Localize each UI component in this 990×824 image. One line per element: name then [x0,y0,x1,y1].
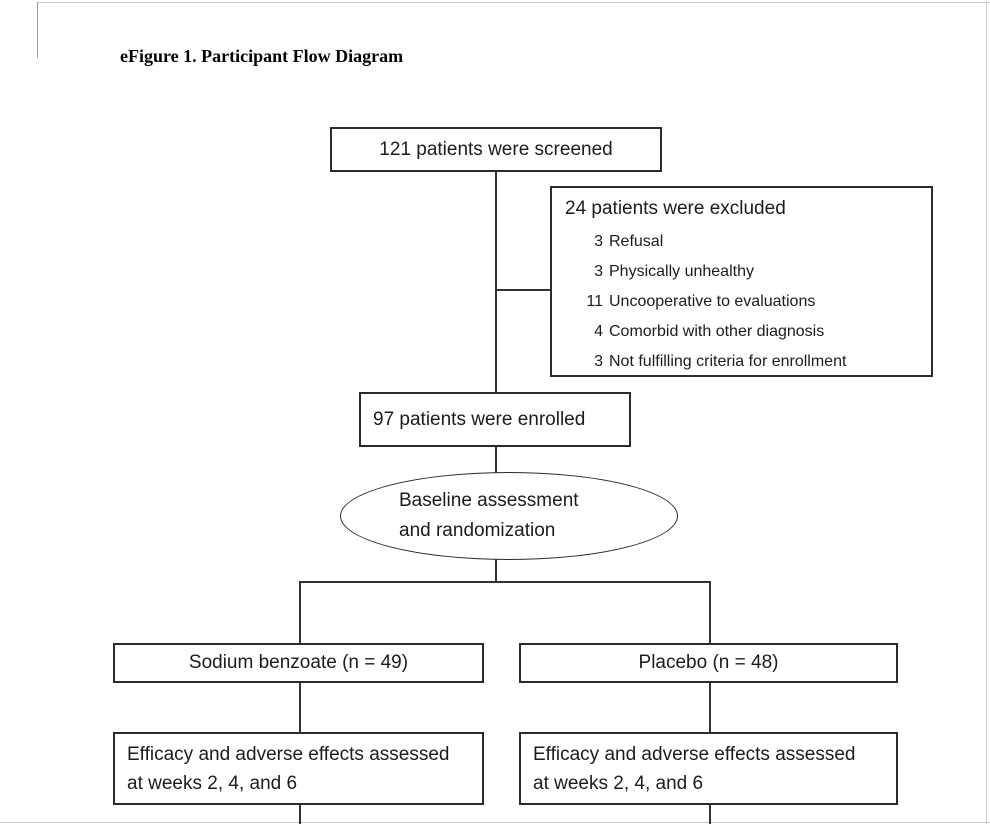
excluded-item: 3 Not fulfilling criteria for enrollment [565,347,925,377]
connector-randomization-stem [495,558,497,583]
connector-arm-to-assessment-left [299,683,301,732]
node-excluded: 24 patients were excluded 3 Refusal 3 Ph… [550,186,933,377]
arm-placebo-label: Placebo (n = 48) [638,652,779,674]
arm-sodium-benzoate-label: Sodium benzoate (n = 49) [188,652,409,674]
figure-title: eFigure 1. Participant Flow Diagram [120,46,404,66]
excluded-item-count: 4 [594,323,603,340]
page-edge-top [37,2,990,3]
excluded-item-count: 3 [594,263,603,280]
page-edge-bottom [0,822,990,823]
excluded-item-reason: Refusal [609,233,664,250]
randomization-line2: and randomization [399,520,556,541]
node-arm-sodium-benzoate: Sodium benzoate (n = 49) [113,643,484,683]
node-enrolled-label: 97 patients were enrolled [373,408,586,430]
page-edge-right [986,2,987,824]
assessment-right-line1: Efficacy and adverse effects assessed [533,743,856,765]
excluded-item-reason: Comorbid with other diagnosis [609,323,825,340]
connector-to-excluded [496,289,550,291]
excluded-list: 3 Refusal 3 Physically unhealthy 11 Unco… [565,227,925,377]
connector-continuation-left [299,805,301,824]
page-edge-corner [37,2,38,58]
node-assessment-right: Efficacy and adverse effects assessed at… [519,732,898,805]
assessment-left-line1: Efficacy and adverse effects assessed [127,743,450,765]
excluded-item: 3 Refusal [565,227,925,257]
excluded-header: 24 patients were excluded [565,198,786,219]
excluded-item: 11 Uncooperative to evaluations [565,287,925,317]
connector-split-right [709,581,711,643]
excluded-item-reason: Not fulfilling criteria for enrollment [609,353,847,370]
node-screened: 121 patients were screened [330,127,662,172]
excluded-item: 4 Comorbid with other diagnosis [565,317,925,347]
excluded-item-count: 11 [586,293,603,310]
connector-split-bar [299,581,711,583]
connector-continuation-right [709,805,711,824]
excluded-item: 3 Physically unhealthy [565,257,925,287]
connector-arm-to-assessment-right [709,683,711,732]
node-assessment-left: Efficacy and adverse effects assessed at… [113,732,484,805]
node-enrolled: 97 patients were enrolled [359,392,631,447]
excluded-item-reason: Uncooperative to evaluations [609,293,816,310]
assessment-left-line2: at weeks 2, 4, and 6 [127,772,298,794]
excluded-item-count: 3 [594,353,603,370]
node-randomization: Baseline assessment and randomization [340,472,678,560]
excluded-item-count: 3 [594,233,603,250]
node-screened-label: 121 patients were screened [379,138,613,160]
assessment-right-line2: at weeks 2, 4, and 6 [533,772,704,794]
node-arm-placebo: Placebo (n = 48) [519,643,898,683]
randomization-line1: Baseline assessment [399,490,579,511]
connector-screened-to-enrolled [495,172,497,392]
excluded-item-reason: Physically unhealthy [609,263,754,280]
connector-enrolled-to-randomization [495,445,497,474]
connector-split-left [299,581,301,643]
